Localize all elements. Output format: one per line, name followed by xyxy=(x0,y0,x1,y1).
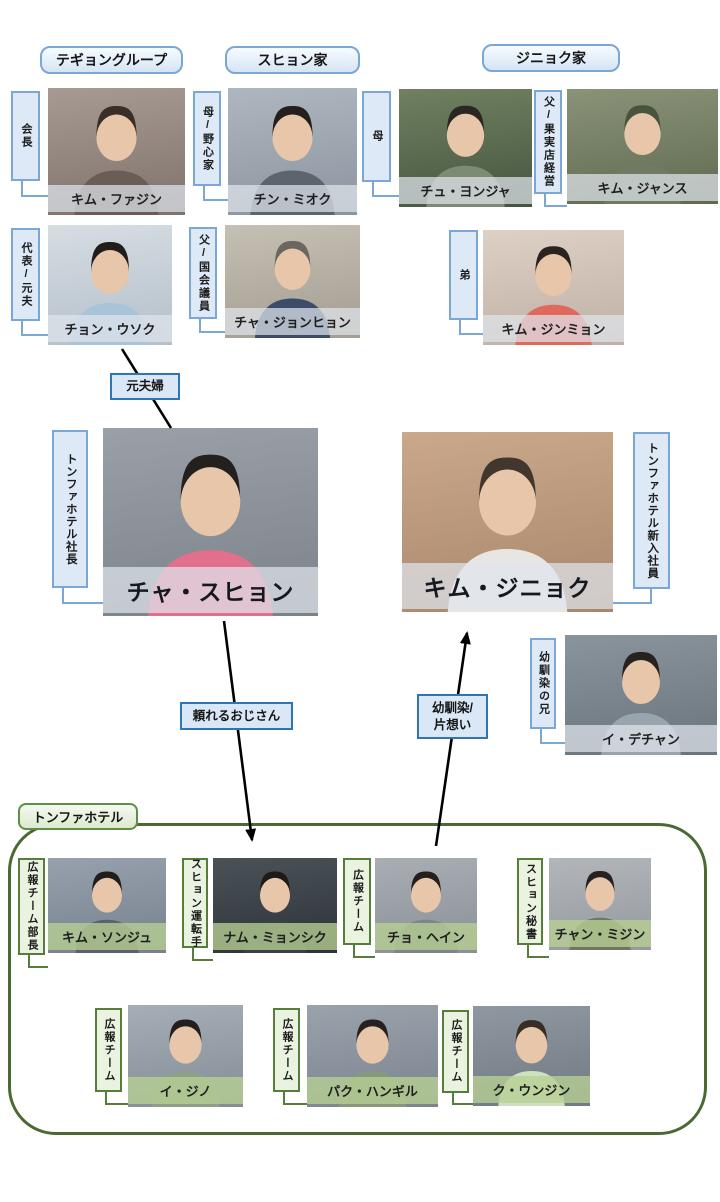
person-name: チョン・ウソク xyxy=(48,315,172,342)
person-name: ナム・ミョンシク xyxy=(213,923,337,950)
connector-line xyxy=(21,321,48,336)
connector-line xyxy=(527,945,549,958)
person-card-kim-sunju: キム・ソンジュ xyxy=(48,858,166,953)
connector-line xyxy=(283,1092,307,1105)
person-card-kim-jinmyung: キム・ジンミョン xyxy=(483,230,624,345)
person-card-jo-hein: チョ・ヘイン xyxy=(375,858,477,953)
role-label-ceo-exhusband: 代表/元夫 xyxy=(11,228,40,321)
person-name: キム・ソンジュ xyxy=(48,923,166,950)
person-card-chu-yongja: チュ・ヨンジャ xyxy=(399,89,532,207)
role-label-suhyon-driver: スヒョン運転手 xyxy=(182,858,208,949)
relation-label-reliable-uncle: 頼れるおじさん xyxy=(180,702,293,730)
person-card-kim-hwajin: キム・ファジン xyxy=(48,88,185,215)
role-label-brother: 弟 xyxy=(449,230,478,320)
relation-label-childhood-crush: 幼馴染/ 片想い xyxy=(417,694,488,739)
connector-line xyxy=(192,948,213,961)
connector-line xyxy=(353,945,375,958)
role-label-suhyon-secretary: スヒョン秘書 xyxy=(517,858,543,945)
relation-label-ex-couple: 元夫婦 xyxy=(110,373,180,400)
connector-line xyxy=(28,955,48,968)
person-card-lee-daechan: イ・デチャン xyxy=(565,635,717,755)
person-card-jeong-woosuk: チョン・ウソク xyxy=(48,225,172,345)
person-name: キム・ジンミョン xyxy=(483,315,624,342)
person-card-kim-jinhyuk: キム・ジニョク xyxy=(402,432,613,612)
person-card-park-hangil: パク・ハンギル xyxy=(307,1005,438,1107)
person-name: チュ・ヨンジャ xyxy=(399,177,532,204)
person-name: キム・ジャンス xyxy=(567,174,718,201)
person-name: パク・ハンギル xyxy=(307,1077,438,1104)
person-name: イ・ジノ xyxy=(128,1077,243,1104)
person-card-kim-jangsu: キム・ジャンス xyxy=(567,89,718,204)
connector-line xyxy=(540,729,565,744)
person-name: キム・ジニョク xyxy=(402,563,613,609)
person-name: イ・デチャン xyxy=(565,725,717,752)
role-label-pr-team-3: 広報チーム xyxy=(273,1008,300,1092)
role-label-chairman: 会長 xyxy=(11,91,40,181)
role-label-pr-team-manager: 広報チーム部長 xyxy=(18,858,45,955)
arrow-childhood-crush xyxy=(434,631,471,847)
person-card-jang-mijin: チャン・ミジン xyxy=(549,858,651,950)
person-card-chin-miok: チン・ミオク xyxy=(228,88,357,215)
role-label-hotel-president: トンファホテル社長 xyxy=(52,430,88,588)
connector-line xyxy=(544,194,567,207)
person-name: チョ・ヘイン xyxy=(375,923,477,950)
role-label-mother-ambitious: 母/野心家 xyxy=(193,91,221,186)
connector-line xyxy=(452,1093,473,1105)
connector-line xyxy=(613,589,652,604)
person-name: ク・ウンジン xyxy=(473,1076,590,1103)
role-label-mother: 母 xyxy=(362,91,391,182)
connector-line xyxy=(203,186,228,201)
role-label-father-fruitshop: 父/果実店経営 xyxy=(534,90,562,194)
person-card-lee-jino: イ・ジノ xyxy=(128,1005,243,1107)
role-label-childhood-friend-brother: 幼馴染の兄 xyxy=(530,638,556,729)
connector-line xyxy=(199,319,225,333)
person-card-nam-myungsik: ナム・ミョンシク xyxy=(213,858,337,953)
person-card-cha-soohyun: チャ・スヒョン xyxy=(103,428,318,616)
connector-line xyxy=(21,181,48,197)
person-card-cha-jonghyun: チャ・ジョンヒョン xyxy=(225,225,360,338)
arrow-reliable-uncle xyxy=(222,620,257,842)
connector-line xyxy=(62,588,103,604)
person-name: チャン・ミジン xyxy=(549,920,651,947)
relation-label-line2: 片想い xyxy=(433,717,472,732)
hotel-group-box xyxy=(8,823,707,1135)
group-header-tonghwa-hotel: トンファホテル xyxy=(18,803,138,830)
person-name: キム・ファジン xyxy=(48,185,185,212)
connector-line xyxy=(105,1092,128,1105)
group-header-taegyong: テギョングループ xyxy=(40,46,183,74)
role-label-pr-team-2: 広報チーム xyxy=(95,1008,122,1092)
group-header-jinhyok-family: ジニョク家 xyxy=(482,44,620,72)
role-label-hotel-new-employee: トンファホテル新入社員 xyxy=(633,432,670,589)
group-header-suhyon-family: スヒョン家 xyxy=(225,46,360,74)
role-label-father-assemblyman: 父/国会議員 xyxy=(189,227,217,319)
person-name: チャ・スヒョン xyxy=(103,567,318,613)
connector-line xyxy=(372,182,399,197)
relation-label-line1: 幼馴染/ xyxy=(432,701,473,716)
person-name: チャ・ジョンヒョン xyxy=(225,308,360,335)
role-label-pr-team-1: 広報チーム xyxy=(343,858,371,945)
role-label-pr-team-4: 広報チーム xyxy=(442,1010,469,1093)
person-name: チン・ミオク xyxy=(228,185,357,212)
connector-line xyxy=(459,320,483,335)
person-card-gu-eunjin: ク・ウンジン xyxy=(473,1006,590,1106)
